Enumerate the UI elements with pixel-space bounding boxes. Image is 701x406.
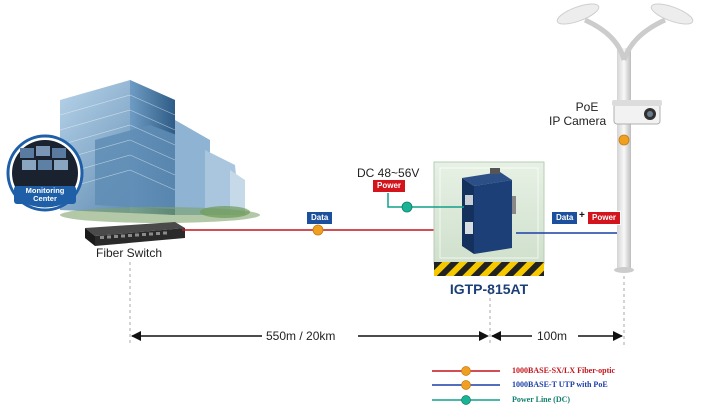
legend-graphics	[432, 366, 500, 405]
ip-camera-icon	[612, 100, 662, 125]
data-tag-poe: Data	[552, 212, 578, 224]
poe-connector-icon	[618, 134, 630, 146]
dc-input-label: DC 48~56V	[357, 166, 420, 180]
copper-distance-label: 100m	[537, 329, 568, 343]
monitoring-center-icon	[6, 134, 84, 212]
legend-fiber-label: 1000BASE-SX/LX Fiber-optic	[512, 366, 616, 375]
fiber-switch-device	[85, 222, 185, 246]
copper-distance-arrow	[491, 331, 623, 341]
device-model-label: IGTP-815AT	[449, 281, 529, 297]
dimension-guides	[129, 262, 625, 345]
power-connector-icon	[401, 201, 413, 213]
data-tag-fiber: Data	[307, 212, 333, 224]
plus-sign: +	[579, 210, 585, 221]
fiber-connector-icon	[312, 224, 324, 236]
legend-power-label: Power Line (DC)	[512, 395, 571, 404]
fiber-distance-label: 550m / 20km	[266, 329, 336, 343]
igtp-815at-device	[462, 168, 516, 254]
power-tag-poe: Power	[587, 211, 622, 225]
power-tag: Power	[372, 179, 407, 193]
fiber-switch-label: Fiber Switch	[96, 246, 163, 260]
fiber-distance-arrow	[131, 331, 489, 341]
power-line	[387, 190, 464, 208]
poe-camera-label-line1: PoE	[575, 100, 599, 114]
hazard-stripe	[434, 262, 544, 276]
legend-utp-label: 1000BASE-T UTP with PoE	[512, 380, 608, 389]
office-buildings	[59, 80, 260, 223]
poe-camera-label-line2: IP Camera	[549, 114, 607, 128]
monitoring-center-label: Monitoring Center	[25, 186, 65, 203]
